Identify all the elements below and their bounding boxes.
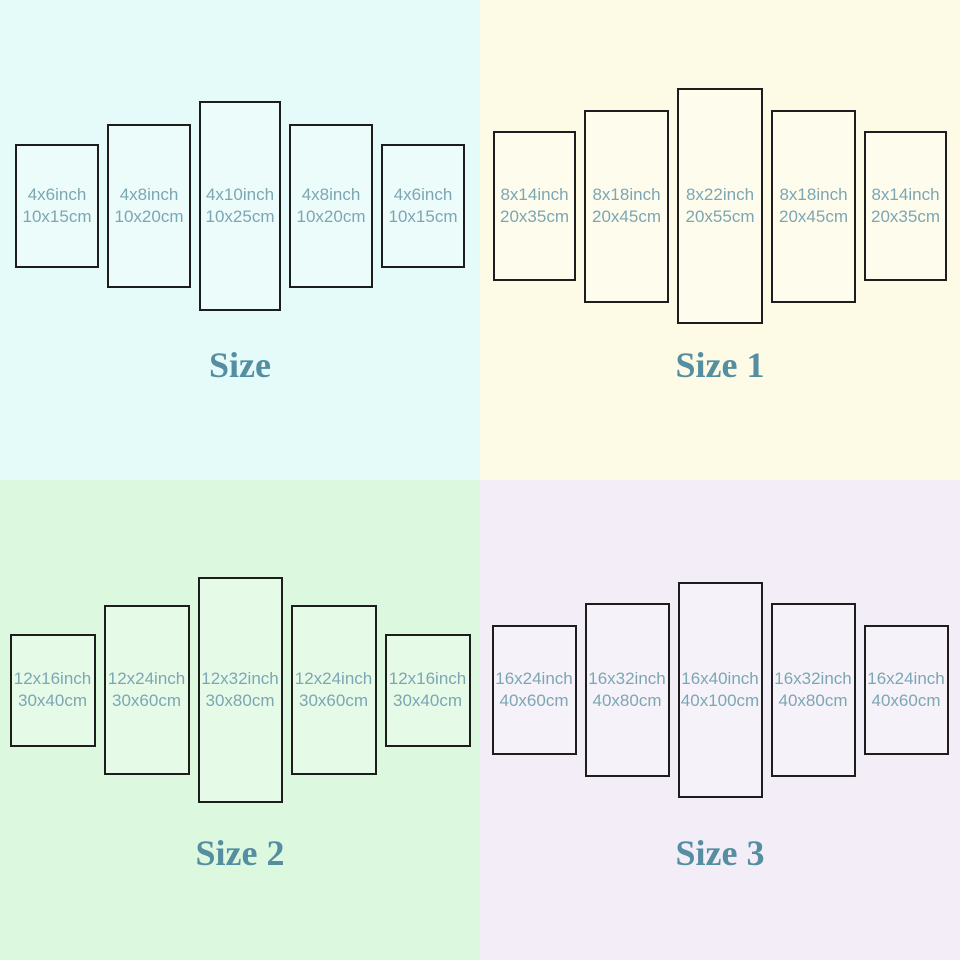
panel-inch-label: 12x16inch xyxy=(388,669,467,688)
quadrant-title: Size 1 xyxy=(675,345,765,385)
panel-cm-label: 10x20cm xyxy=(114,207,184,226)
panel-row: 12x16inch 30x40cm 12x24inch 30x60cm 12x3… xyxy=(0,480,480,900)
quadrant-size-1: 8x14inch 20x35cm 8x18inch 20x45cm 8x22in… xyxy=(480,0,960,480)
panel-cm-label: 30x80cm xyxy=(205,691,275,710)
canvas-panel: 12x24inch 30x60cm xyxy=(290,605,377,775)
quadrant-title: Size 3 xyxy=(675,833,765,873)
panel-inch-label: 8x14inch xyxy=(500,185,569,204)
canvas-panel: 4x8inch 10x20cm xyxy=(107,124,191,288)
panel-cm-label: 40x60cm xyxy=(871,691,941,710)
canvas-panel: 16x24inch 40x60cm xyxy=(863,625,949,755)
canvas-panel: 4x6inch 10x15cm xyxy=(15,144,99,268)
canvas-panel: 16x24inch 40x60cm xyxy=(491,625,577,755)
panel-inch-label: 8x14inch xyxy=(871,185,940,204)
canvas-panel: 12x16inch 30x40cm xyxy=(384,633,471,747)
panel-cm-label: 20x45cm xyxy=(592,207,661,226)
panel-inch-label: 4x6inch xyxy=(393,185,453,204)
canvas-panel: 4x6inch 10x15cm xyxy=(381,144,465,268)
panel-inch-label: 16x32inch xyxy=(774,669,852,688)
panel-cm-label: 30x40cm xyxy=(393,691,462,710)
canvas-panel: 4x10inch 10x25cm xyxy=(199,101,281,311)
panel-inch-label: 8x22inch xyxy=(685,185,755,204)
canvas-panel: 12x32inch 30x80cm xyxy=(197,577,283,803)
panel-cm-label: 30x60cm xyxy=(299,691,368,710)
panel-cm-label: 20x35cm xyxy=(871,207,940,226)
panel-inch-label: 16x24inch xyxy=(867,669,945,688)
panel-row: 16x24inch 40x60cm 16x32inch 40x80cm 16x4… xyxy=(480,480,960,900)
canvas-panel: 16x32inch 40x80cm xyxy=(770,603,856,777)
panel-row: 8x14inch 20x35cm 8x18inch 20x45cm 8x22in… xyxy=(480,0,960,412)
panel-inch-label: 4x8inch xyxy=(301,185,361,204)
panel-cm-label: 30x40cm xyxy=(18,691,87,710)
panel-cm-label: 10x25cm xyxy=(205,207,275,226)
panel-inch-label: 4x6inch xyxy=(27,185,87,204)
panel-inch-label: 16x24inch xyxy=(495,669,573,688)
quadrant-size-2: 12x16inch 30x40cm 12x24inch 30x60cm 12x3… xyxy=(0,480,480,960)
canvas-panel: 8x14inch 20x35cm xyxy=(864,131,947,281)
quadrant-title: Size xyxy=(209,345,271,385)
panel-inch-label: 4x10inch xyxy=(205,185,275,204)
panel-cm-label: 30x60cm xyxy=(112,691,181,710)
panel-cm-label: 40x80cm xyxy=(592,691,662,710)
canvas-panel: 8x22inch 20x55cm xyxy=(677,88,763,324)
panel-inch-label: 4x8inch xyxy=(119,185,179,204)
panel-cm-label: 20x55cm xyxy=(685,207,755,226)
panel-inch-label: 16x40inch xyxy=(681,669,759,688)
canvas-panel: 12x24inch 30x60cm xyxy=(103,605,190,775)
panel-cm-label: 10x20cm xyxy=(296,207,366,226)
panel-cm-label: 40x60cm xyxy=(499,691,569,710)
panel-inch-label: 12x24inch xyxy=(294,669,373,688)
quadrant-size: 4x6inch 10x15cm 4x8inch 10x20cm 4x10inch… xyxy=(0,0,480,480)
panel-row: 4x6inch 10x15cm 4x8inch 10x20cm 4x10inch… xyxy=(0,0,480,412)
canvas-panel: 8x14inch 20x35cm xyxy=(493,131,576,281)
canvas-panel: 8x18inch 20x45cm xyxy=(584,109,669,303)
panel-cm-label: 20x45cm xyxy=(779,207,848,226)
canvas-panel: 16x32inch 40x80cm xyxy=(584,603,670,777)
panel-inch-label: 12x16inch xyxy=(13,669,92,688)
quadrant-title: Size 2 xyxy=(195,833,285,873)
quadrant-size-3: 16x24inch 40x60cm 16x32inch 40x80cm 16x4… xyxy=(480,480,960,960)
canvas-panel: 8x18inch 20x45cm xyxy=(771,109,856,303)
canvas-panel: 4x8inch 10x20cm xyxy=(289,124,373,288)
panel-cm-label: 40x100cm xyxy=(680,691,760,710)
panel-inch-label: 8x18inch xyxy=(592,185,661,204)
panel-cm-label: 40x80cm xyxy=(778,691,848,710)
panel-inch-label: 12x24inch xyxy=(107,669,186,688)
canvas-panel: 16x40inch 40x100cm xyxy=(677,582,763,798)
canvas-panel: 12x16inch 30x40cm xyxy=(9,633,96,747)
panel-cm-label: 10x15cm xyxy=(22,207,92,226)
panel-inch-label: 16x32inch xyxy=(588,669,666,688)
panel-cm-label: 10x15cm xyxy=(388,207,458,226)
panel-inch-label: 12x32inch xyxy=(201,669,279,688)
panel-inch-label: 8x18inch xyxy=(779,185,848,204)
panel-cm-label: 20x35cm xyxy=(500,207,569,226)
